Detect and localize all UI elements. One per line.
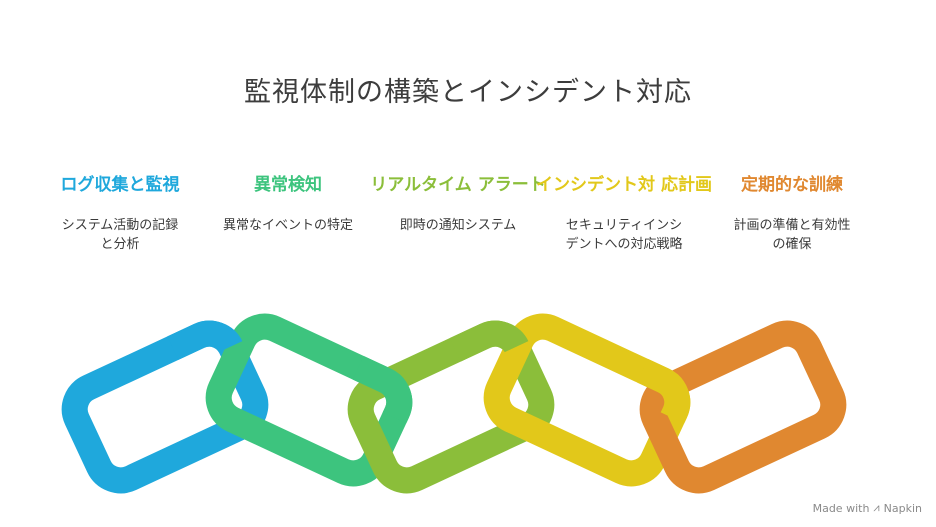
step-realtime-alert: リアルタイム アラート 即時の通知システム: [370, 150, 546, 235]
step-description: 異常なイベントの特定: [222, 218, 353, 233]
step-title: インシデント対 応計画: [536, 174, 712, 195]
step-title: 定期的な訓練: [741, 174, 843, 195]
chain-link-lime: [347, 320, 555, 494]
made-with-label: Made with: [812, 501, 870, 515]
step-title: 異常検知: [254, 174, 322, 195]
chain-link-green: [205, 313, 413, 487]
step-log-collection: ログ収集と監視 システム活動の記録 と分析: [32, 150, 208, 254]
step-regular-training: 定期的な訓練 計画の準備と有効性 の確保: [704, 150, 880, 254]
step-description: 即時の通知システム: [399, 218, 517, 233]
step-incident-plan: インシデント対 応計画 セキュリティインシ デントへの対応戦略: [536, 150, 712, 254]
step-description: 計画の準備と有効性 の確保: [733, 218, 851, 252]
page-title: 監視体制の構築とインシデント対応: [244, 77, 692, 108]
step-anomaly-detection: 異常検知 異常なイベントの特定: [200, 150, 376, 235]
chain-link-orange: [639, 320, 847, 494]
step-title: ログ収集と監視: [60, 174, 180, 195]
napkin-brand: Napkin: [883, 501, 922, 515]
step-description: システム活動の記録 と分析: [61, 218, 179, 252]
step-title: リアルタイム アラート: [370, 174, 546, 195]
napkin-logo-icon: ⩘: [873, 501, 880, 514]
step-description: セキュリティインシ デントへの対応戦略: [565, 218, 683, 252]
made-with-credit: Made with ⩘ Napkin: [813, 501, 922, 515]
